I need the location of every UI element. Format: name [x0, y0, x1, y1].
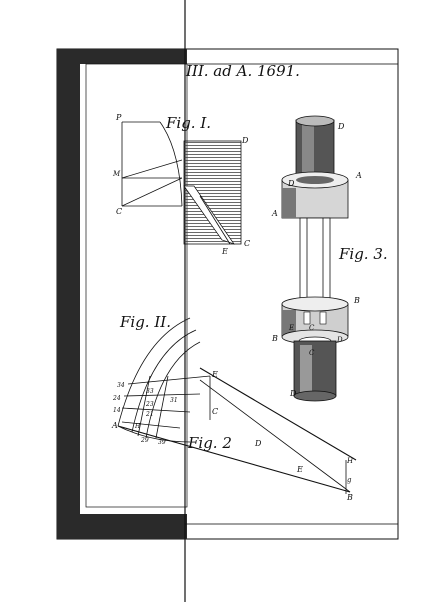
fig2-label-39: 39	[158, 439, 166, 446]
fig3-label-D-bottom: D	[289, 389, 297, 398]
plate-header: III. ad A. 1691.	[185, 62, 300, 80]
fig1-label-P: P	[115, 113, 122, 122]
fig2-label-A: A	[111, 421, 118, 430]
fig2-label-21: 21	[145, 411, 154, 418]
fig3-label-D-ring: D	[287, 179, 295, 188]
fig2-label-E: E	[211, 370, 218, 379]
fig2-label-B: B	[346, 493, 353, 502]
fig2-label-H: H	[134, 423, 141, 430]
fig2-label-D: D	[254, 439, 262, 448]
fig2-label-34: 34	[117, 382, 125, 389]
fig2-label-29: 29	[140, 437, 149, 444]
fig1-label-C: C	[116, 207, 122, 216]
fig2-label-23: 23	[145, 401, 154, 408]
fig2-label-g: g	[347, 476, 352, 484]
fig2-label-E2: E	[296, 465, 303, 474]
fig2-caption-bottom: Fig. 2	[187, 434, 232, 452]
fig3-label-C: C	[309, 324, 315, 332]
fig1-label-E: E	[221, 247, 228, 256]
fig3-label-D-bottom-ring: D	[336, 336, 343, 344]
fig2-label-33: 33	[146, 388, 154, 395]
fig2-label-H2: H	[346, 457, 354, 465]
fig2-label-14: 14	[113, 407, 121, 414]
fig3-label-E: E	[288, 324, 294, 332]
fig3-label-A-right: A	[355, 171, 362, 180]
fig3-label-B-right: B	[353, 296, 360, 305]
fig1-caption: Fig. I.	[165, 114, 211, 132]
fig2-label-C: C	[212, 407, 218, 416]
fig3-label-B-left: B	[271, 334, 278, 343]
figure-3: D D A A Fig. 3. B B E C C D D	[271, 115, 388, 402]
fig3-label-C-bottom: C	[309, 349, 315, 357]
fig2-caption-left: Fig. II.	[119, 313, 171, 331]
fig3-caption: Fig. 3.	[338, 245, 388, 263]
fig1-label-D: D	[241, 136, 249, 145]
fig3-label-D-top: D	[337, 122, 345, 131]
figure-2: Fig. II. 34 24 14 33 23 31 21 A H 29 39 …	[111, 313, 357, 502]
fig2-label-24: 24	[112, 395, 121, 402]
fig3-label-A-left: A	[271, 209, 278, 218]
fig2-label-31: 31	[170, 397, 178, 404]
fig1-label-C2: C	[244, 239, 250, 248]
fig1-label-M: M	[112, 170, 121, 178]
figure-1: P M C Fig. I. D E C	[112, 113, 250, 256]
